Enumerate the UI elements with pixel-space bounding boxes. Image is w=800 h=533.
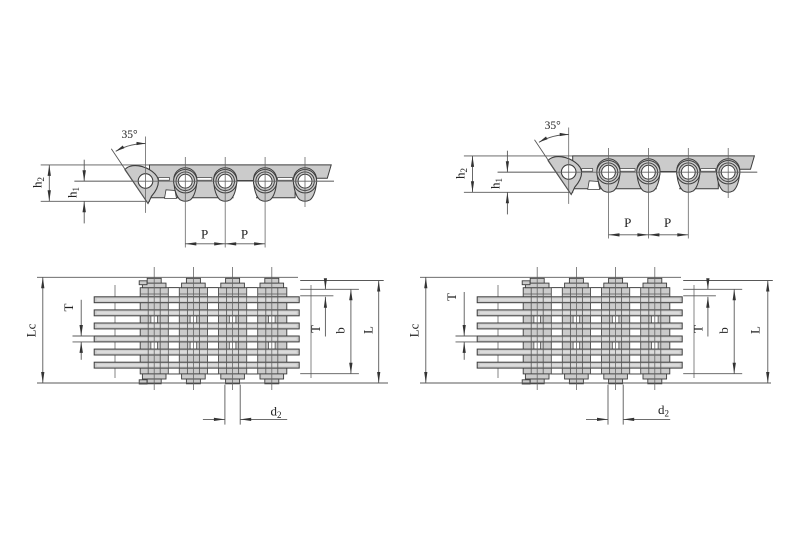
svg-text:L: L bbox=[748, 326, 763, 334]
svg-text:T: T bbox=[61, 303, 76, 311]
svg-text:P: P bbox=[201, 227, 208, 242]
svg-text:h2: h2 bbox=[453, 168, 470, 179]
svg-text:T: T bbox=[444, 293, 459, 301]
svg-text:T: T bbox=[690, 325, 705, 333]
svg-text:L: L bbox=[361, 326, 376, 334]
svg-text:P: P bbox=[664, 215, 671, 230]
svg-text:h2: h2 bbox=[30, 177, 47, 188]
svg-text:T: T bbox=[308, 325, 323, 333]
svg-text:Lc: Lc bbox=[24, 323, 39, 337]
svg-text:Lc: Lc bbox=[407, 323, 422, 337]
svg-text:P: P bbox=[624, 215, 631, 230]
svg-text:h1: h1 bbox=[65, 187, 82, 198]
svg-text:35°: 35° bbox=[545, 120, 562, 132]
svg-text:d2: d2 bbox=[271, 404, 282, 421]
svg-text:P: P bbox=[241, 227, 248, 242]
svg-text:b: b bbox=[716, 327, 731, 334]
svg-text:b: b bbox=[333, 327, 348, 334]
svg-text:35°: 35° bbox=[121, 129, 138, 141]
svg-text:d2: d2 bbox=[658, 402, 669, 419]
svg-text:h1: h1 bbox=[488, 178, 505, 189]
